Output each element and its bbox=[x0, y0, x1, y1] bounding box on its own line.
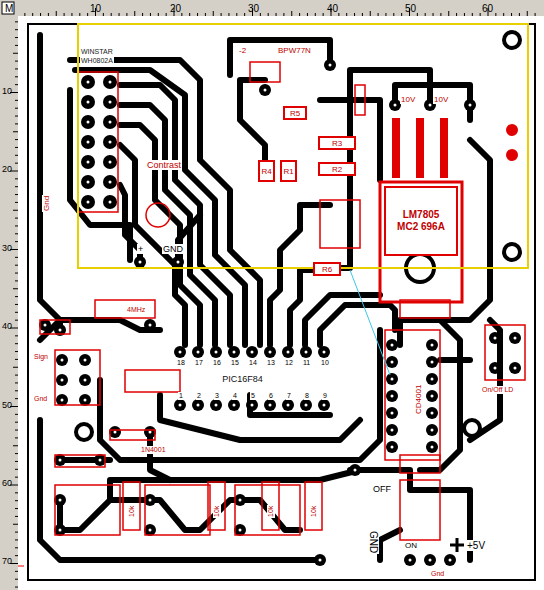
regulator-box: LM7805MC2 696A bbox=[384, 186, 458, 256]
silkscreen-label: 4 bbox=[232, 392, 238, 400]
part-label: R1 bbox=[283, 167, 293, 176]
silkscreen-label: On/Off LD bbox=[481, 386, 514, 394]
silkscreen-label: Gnd bbox=[33, 395, 48, 403]
resistor-box: R4 bbox=[258, 160, 275, 182]
resistor-box: R1 bbox=[280, 160, 297, 182]
silkscreen-label: GND bbox=[162, 244, 184, 254]
ruler-number: 20 bbox=[170, 3, 181, 14]
silkscreen-label: 18 bbox=[176, 359, 186, 367]
silkscreen-label: ON bbox=[404, 541, 418, 550]
silkscreen-label: 12 bbox=[284, 359, 294, 367]
ruler-number: 10 bbox=[2, 86, 12, 96]
silkscreen-label: 6 bbox=[268, 392, 274, 400]
silkscreen-label: 5 bbox=[250, 392, 256, 400]
silkscreen-label: BPW77N bbox=[277, 46, 312, 55]
silkscreen-label: WH0802A bbox=[80, 57, 114, 65]
silkscreen-label: 10V bbox=[433, 95, 449, 104]
part-label: LM7805 bbox=[403, 209, 440, 221]
silkscreen-label: 10k bbox=[213, 505, 221, 518]
ruler-number: 50 bbox=[2, 400, 12, 410]
silkscreen-label: Gnd bbox=[42, 195, 51, 212]
silkscreen-label: 3 bbox=[214, 392, 220, 400]
part-label: R5 bbox=[290, 109, 300, 118]
resistor-box: R6 bbox=[313, 262, 341, 276]
silkscreen-label: 8 bbox=[304, 392, 310, 400]
silkscreen-label: 9 bbox=[322, 392, 328, 400]
silkscreen-label: GND bbox=[368, 530, 379, 554]
part-label: R3 bbox=[332, 139, 342, 148]
part-label: R2 bbox=[332, 165, 342, 174]
silkscreen-label: -2 bbox=[238, 46, 247, 55]
silkscreen-label: 13 bbox=[266, 359, 276, 367]
resistor-box: R3 bbox=[318, 136, 356, 150]
silkscreen-label: 17 bbox=[194, 359, 204, 367]
ruler-number: 60 bbox=[2, 478, 12, 488]
ruler-number: 10 bbox=[90, 3, 101, 14]
silkscreen-label: CD4001 bbox=[414, 384, 423, 415]
silkscreen-label: 10k bbox=[267, 505, 275, 518]
ruler-mark: M bbox=[5, 3, 13, 14]
silkscreen-label: 1 bbox=[178, 392, 184, 400]
resistor-box: R2 bbox=[318, 162, 356, 176]
silkscreen-label: 14 bbox=[248, 359, 258, 367]
silkscreen-label: 11 bbox=[302, 359, 311, 367]
silkscreen-label: 4MHz bbox=[126, 306, 146, 314]
silkscreen-label: 1N4001 bbox=[140, 446, 167, 454]
ruler-number: 20 bbox=[2, 164, 12, 174]
ruler-number: 30 bbox=[248, 3, 259, 14]
silkscreen-label: 16 bbox=[212, 359, 222, 367]
part-label: R4 bbox=[261, 167, 271, 176]
ruler-number: 30 bbox=[2, 243, 12, 253]
silkscreen-label: Gnd bbox=[430, 570, 445, 578]
silkscreen-label: 15 bbox=[230, 359, 240, 367]
silkscreen-label: +5V bbox=[466, 540, 486, 551]
silkscreen-label: 10k bbox=[128, 505, 136, 518]
silkscreen-label: Sign bbox=[33, 353, 49, 361]
part-label: R6 bbox=[322, 265, 332, 274]
ruler-number: 60 bbox=[482, 3, 493, 14]
part-label: MC2 696A bbox=[397, 221, 445, 233]
ruler-number: 40 bbox=[327, 3, 338, 14]
silkscreen-label: 10V bbox=[400, 95, 416, 104]
silkscreen-label: 7 bbox=[286, 392, 292, 400]
ruler-number: 70 bbox=[2, 556, 12, 566]
ruler-number: 50 bbox=[405, 3, 416, 14]
silkscreen-label: 10k bbox=[310, 505, 318, 518]
silkscreen-label: Contrast bbox=[146, 160, 182, 170]
silkscreen-label: WINSTAR bbox=[80, 48, 114, 56]
silkscreen-label: 2 bbox=[196, 392, 202, 400]
ruler-number: 40 bbox=[2, 321, 12, 331]
silkscreen-label: 10 bbox=[320, 359, 330, 367]
silkscreen-label: + bbox=[137, 244, 144, 254]
resistor-box: R5 bbox=[283, 106, 307, 120]
part-label: PIC16F84 bbox=[222, 375, 263, 384]
silkscreen-label: OFF bbox=[372, 484, 392, 494]
ic-box: PIC16F84 bbox=[155, 366, 330, 392]
